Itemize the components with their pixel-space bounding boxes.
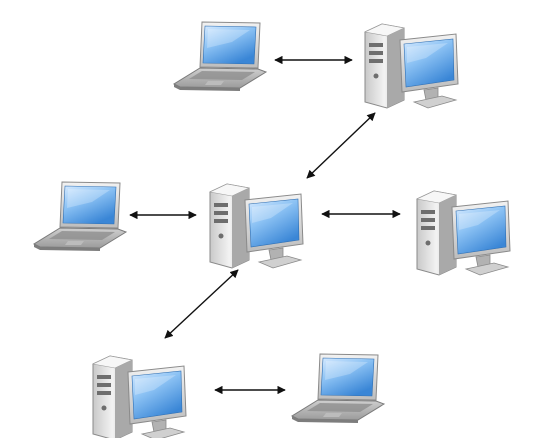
laptop-icon-laptop-mid-left [32,181,128,251]
link-arrow-desktop-center-to-desktop-bottom-left [164,269,239,339]
links-layer [129,55,401,395]
laptop-icon-laptop-bottom-right [290,353,386,423]
laptop-icon-laptop-top [172,21,268,91]
desktop-icon-desktop-mid-right [416,190,511,276]
link-arrow-desktop-top-right-to-desktop-center [306,112,376,179]
desktop-icon-desktop-bottom-left [92,355,187,438]
desktop-icon-desktop-center [209,183,304,269]
desktop-icon-desktop-top-right [364,23,459,109]
nodes-layer [32,21,511,438]
